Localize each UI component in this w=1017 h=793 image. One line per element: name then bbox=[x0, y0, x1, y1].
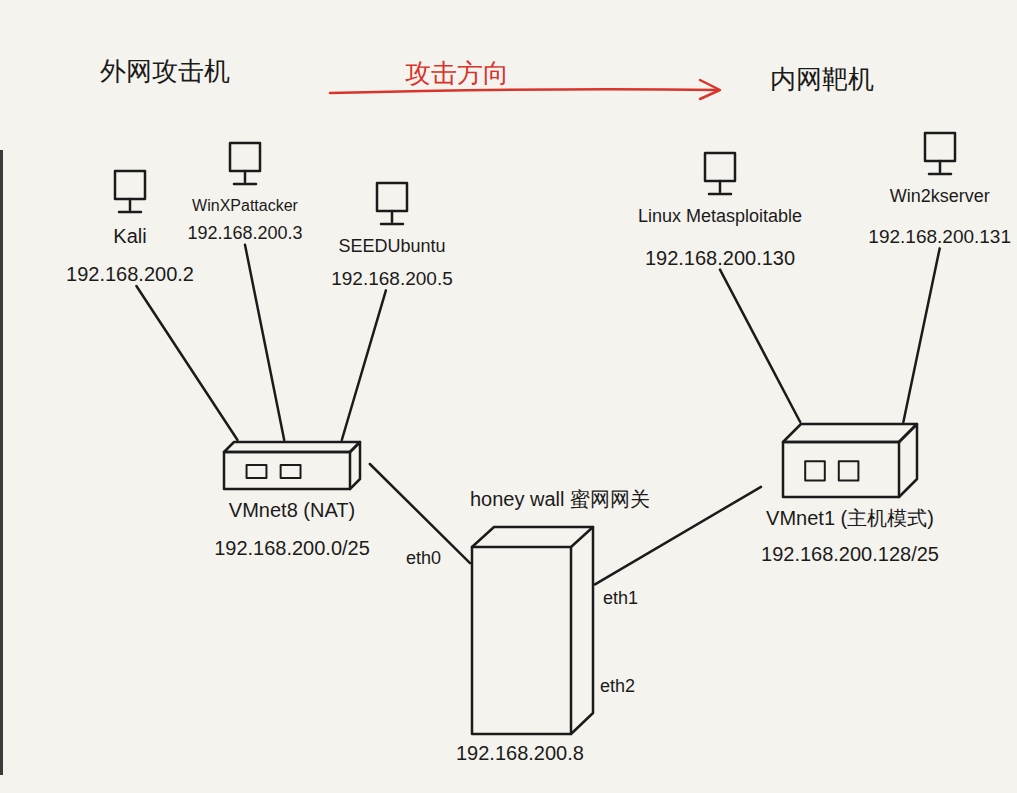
host-node: Kali 192.168.200.2 bbox=[66, 168, 194, 286]
network-link bbox=[903, 248, 939, 422]
switch-icon bbox=[780, 422, 920, 500]
ip-address: 192.168.200.128/25 bbox=[761, 542, 939, 566]
host-node: Linux Metasploitable 192.168.200.130 bbox=[638, 150, 802, 270]
node-name: VMnet8 (NAT) bbox=[229, 498, 355, 522]
node-name: WinXPattacker bbox=[192, 196, 298, 215]
network-link bbox=[720, 270, 800, 422]
direction-label: 攻击方向 bbox=[405, 58, 509, 89]
node-name: VMnet1 (主机模式) bbox=[766, 506, 934, 530]
ip-address: 192.168.200.131 bbox=[868, 226, 1011, 249]
ip-address: 192.168.200.3 bbox=[187, 223, 302, 245]
node-name: SEEDUbuntu bbox=[338, 236, 445, 258]
node-name: Win2kserver bbox=[890, 186, 990, 208]
host-node: WinXPattacker 192.168.200.3 bbox=[187, 140, 302, 245]
gateway-box bbox=[470, 525, 595, 737]
arrow-head bbox=[700, 80, 720, 99]
gateway-node: honey wall 蜜网网关192.168.200.8 bbox=[470, 525, 595, 737]
ip-address: 192.168.200.5 bbox=[331, 268, 453, 291]
interface-label: eth2 bbox=[600, 676, 635, 698]
switch-node: VMnet1 (主机模式) 192.168.200.128/25 bbox=[761, 422, 939, 566]
zone-heading: 内网靶机 bbox=[770, 64, 874, 95]
switch-node: VMnet8 (NAT) 192.168.200.0/25 bbox=[214, 440, 370, 560]
host-node: Win2kserver 192.168.200.131 bbox=[868, 130, 1011, 248]
computer-icon bbox=[917, 130, 963, 180]
network-link bbox=[136, 286, 237, 440]
computer-icon bbox=[222, 140, 268, 190]
switch-icon bbox=[221, 440, 363, 492]
computer-icon bbox=[107, 168, 153, 218]
network-link bbox=[245, 245, 284, 440]
computer-icon bbox=[697, 150, 743, 200]
zone-heading: 外网攻击机 bbox=[100, 56, 230, 87]
edge-line bbox=[0, 150, 3, 775]
host-node: SEEDUbuntu 192.168.200.5 bbox=[331, 180, 453, 290]
computer-icon bbox=[369, 180, 415, 230]
ip-address: 192.168.200.2 bbox=[66, 262, 194, 286]
interface-label: eth1 bbox=[601, 588, 640, 610]
ip-address: 192.168.200.8 bbox=[456, 741, 584, 765]
direction-arrow bbox=[330, 89, 718, 93]
ip-address: 192.168.200.130 bbox=[645, 246, 795, 270]
node-title: honey wall 蜜网网关 bbox=[470, 487, 650, 511]
interface-label: eth0 bbox=[404, 548, 443, 570]
network-link bbox=[342, 290, 386, 440]
node-name: Linux Metasploitable bbox=[638, 206, 802, 228]
ip-address: 192.168.200.0/25 bbox=[214, 536, 370, 560]
node-name: Kali bbox=[113, 224, 146, 248]
